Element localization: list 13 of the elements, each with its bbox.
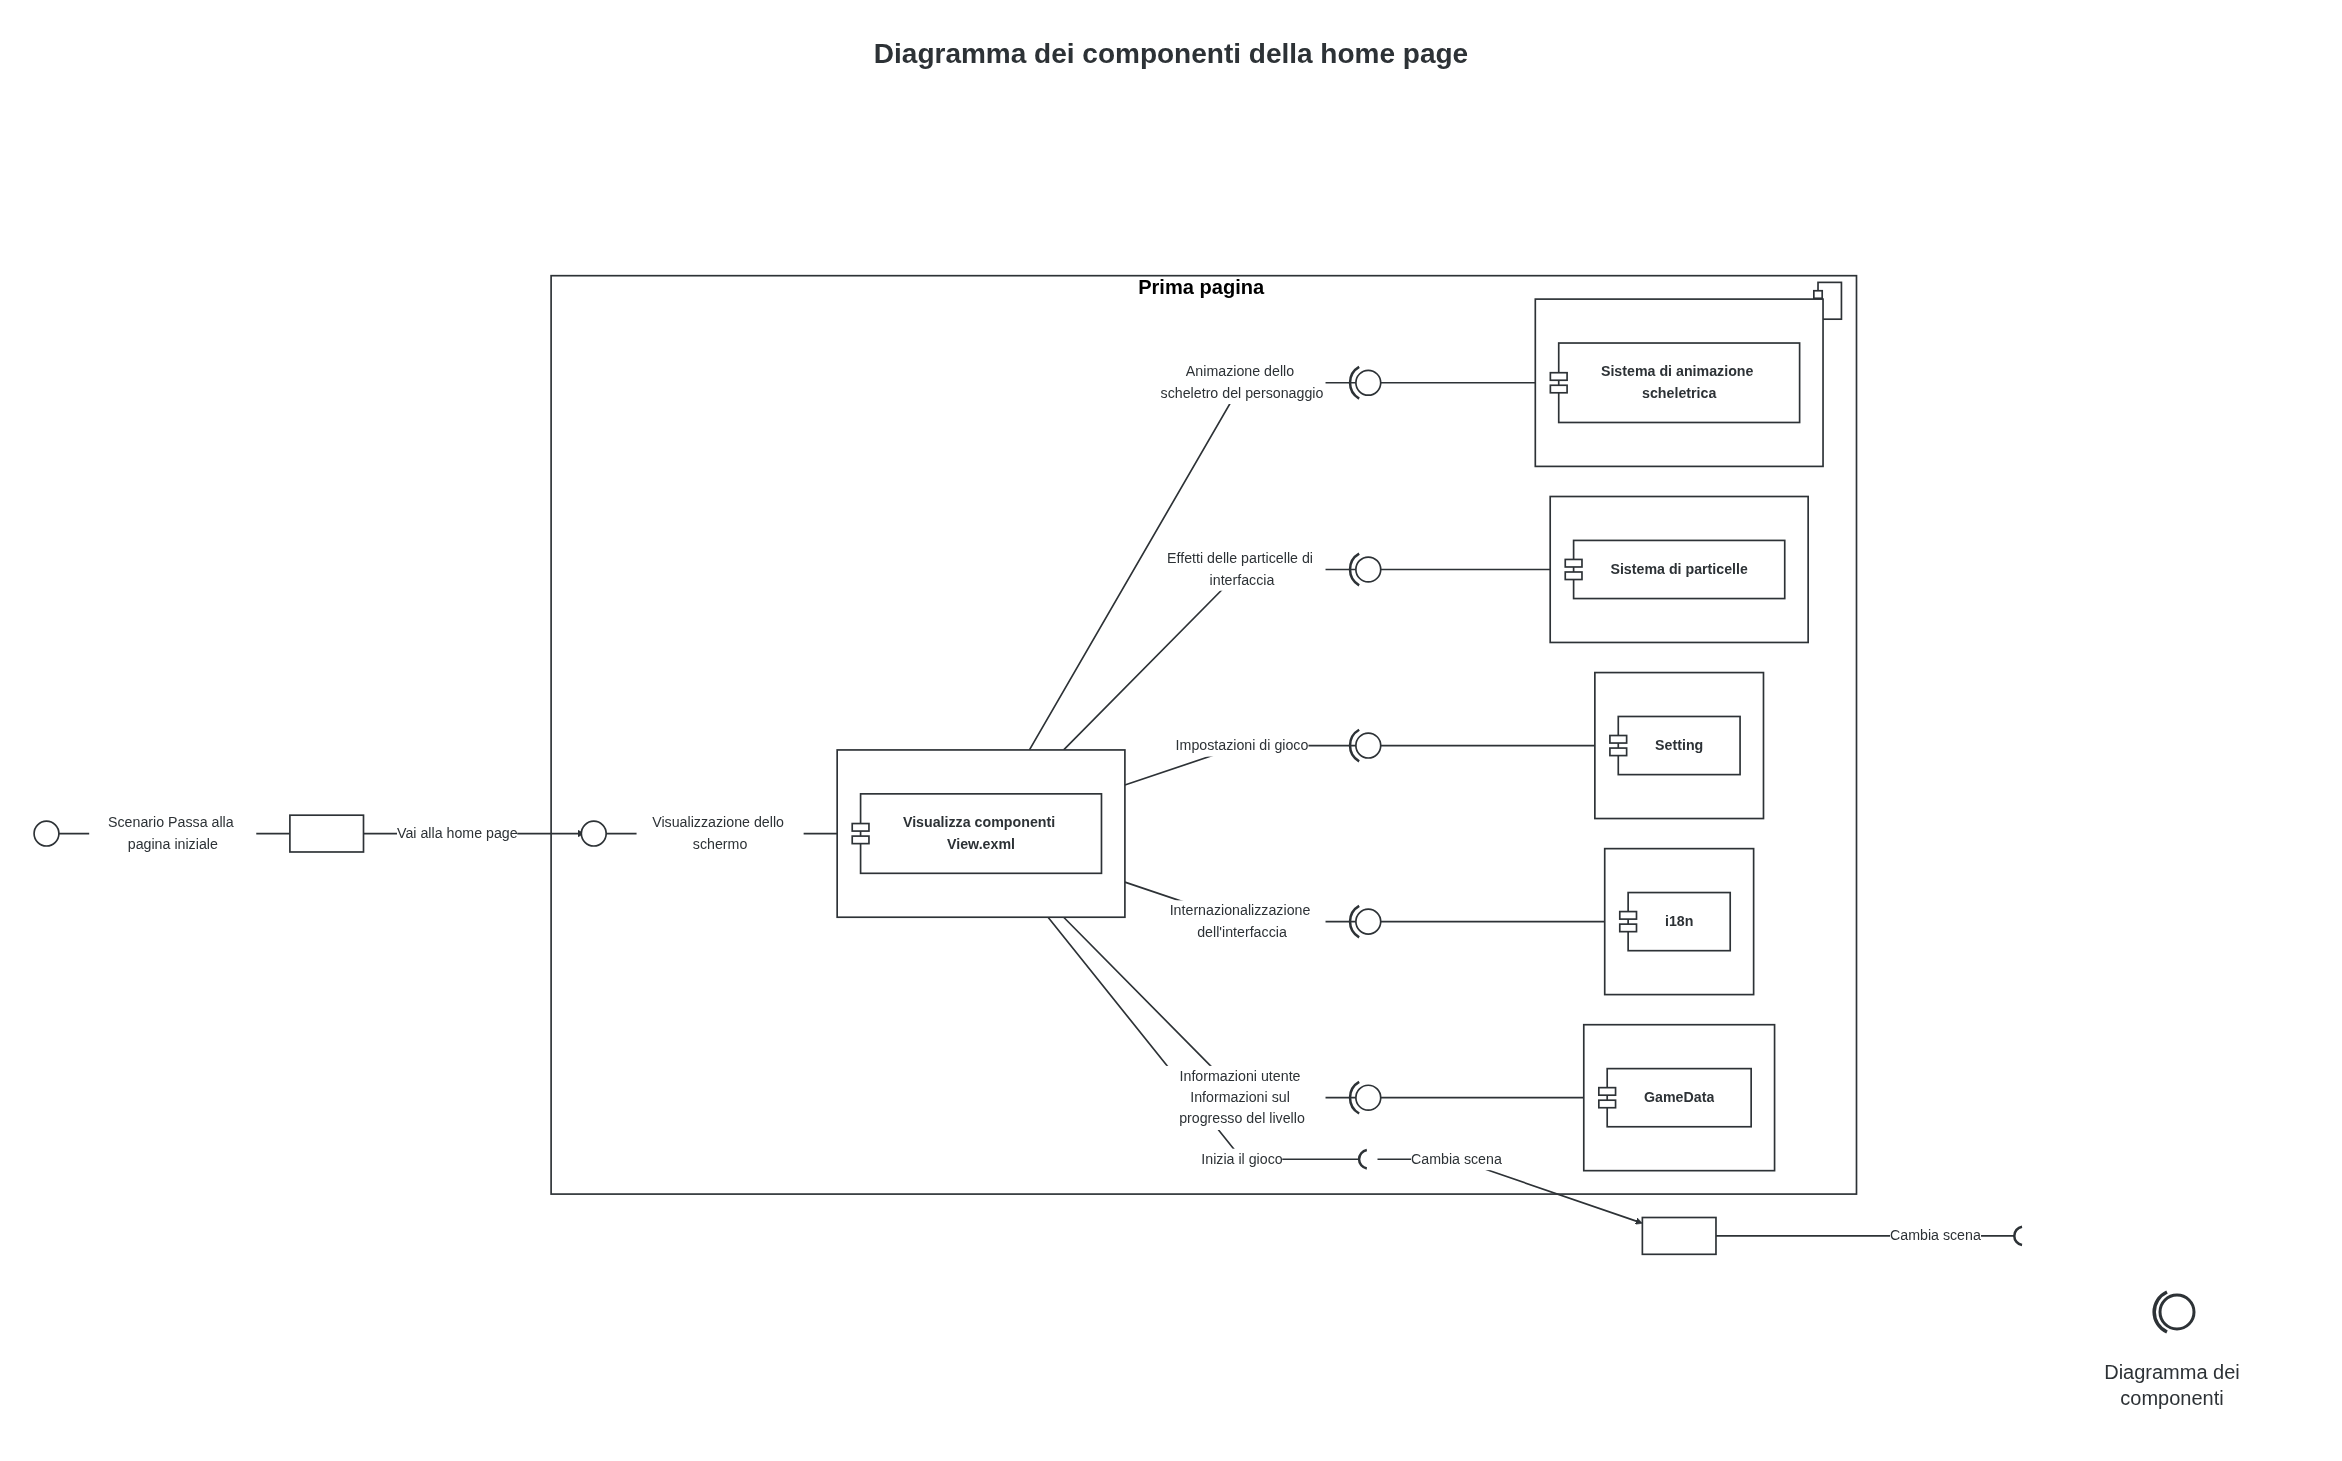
- edge-label: Vai alla home page: [396, 825, 518, 842]
- edge-label: Effetti delle particelle di interfaccia: [1167, 550, 1313, 588]
- edge-label: Cambia scena: [1410, 1151, 1502, 1168]
- edge-label: Visualizzazione dello schermo: [652, 814, 784, 852]
- edge-label: Informazioni utente Informazioni sul progresso del livello: [1179, 1068, 1305, 1127]
- edge-label: Internazionalizzazione dell'interfaccia: [1169, 902, 1311, 941]
- note-label: Diagramma dei componenti: [2103, 1360, 2241, 1411]
- edge-label: Impostazioni di gioco: [1175, 737, 1309, 754]
- edge-label: Cambia scena: [1889, 1227, 1981, 1244]
- edge-label: Scenario Passa alla pagina iniziale: [107, 814, 234, 852]
- diagram-title: Diagramma dei componenti della home page: [873, 38, 1469, 70]
- edge-label: Animazione dello scheletro del personaggio: [1160, 363, 1324, 402]
- edge-label: Inizia il gioco: [1201, 1151, 1283, 1168]
